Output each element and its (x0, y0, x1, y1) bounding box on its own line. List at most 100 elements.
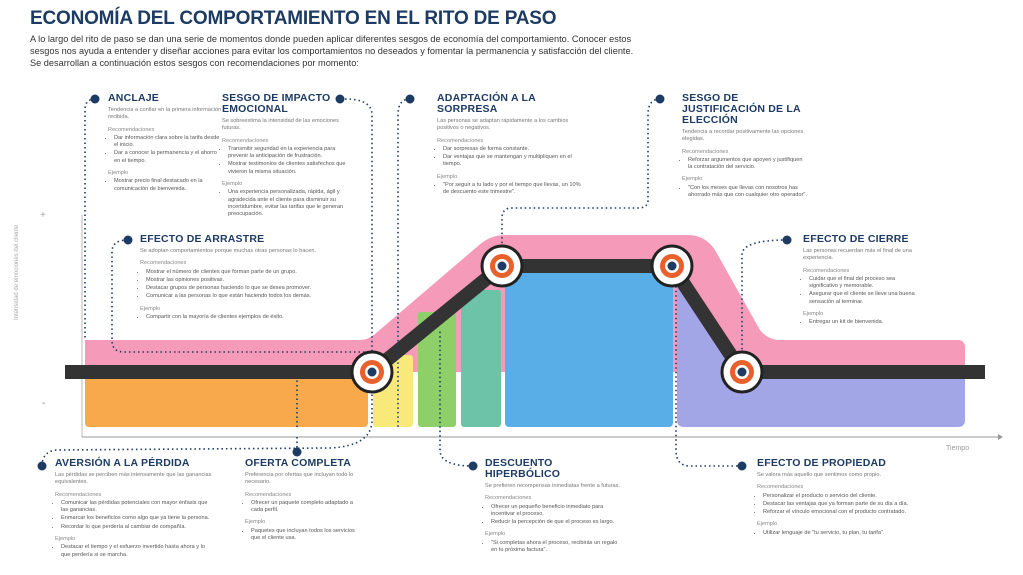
section-title: EFECTO DE ARRASTRE (140, 233, 265, 245)
section-title: EFECTO DE CIERRE (803, 233, 909, 245)
dot-justificacion (655, 94, 665, 104)
recommendation-item: Comunicar a las personas lo que están ha… (146, 293, 340, 300)
section-title: DESCUENTO HIPERBÓLICO (485, 457, 561, 480)
example-label: Ejemplo (245, 519, 266, 526)
section-title: OFERTA COMPLETA (245, 457, 352, 469)
dot-aversion (37, 461, 47, 471)
section-oferta-completa: OFERTA COMPLETA Preferencia por ofertas … (245, 458, 365, 543)
recommendation-item: Ofrecer un paquete completo adaptado a c… (251, 500, 365, 515)
example-text: Utilizar lenguaje de "tu servicio, tu pl… (763, 530, 927, 537)
recommendation-item: Reforzar el vínculo emocional con el pro… (763, 509, 927, 516)
recommendation-item: Destacar grupos de personas haciendo lo … (146, 285, 340, 292)
recommendation-item: Dar ventajas que se mantengan y multipli… (443, 154, 587, 169)
example-label: Ejemplo (757, 521, 778, 528)
example-label: Ejemplo (222, 181, 243, 188)
y-axis-minus: - (42, 398, 46, 409)
recommendation-item: Dar a conocer la permanencia y el ahorro… (114, 150, 223, 165)
connector-sorpresa (397, 98, 411, 427)
recommendation-item: Dar sorpresas de forma constante. (443, 146, 587, 153)
section-descuento-hiperbolico: DESCUENTO HIPERBÓLICO Se prefieren recom… (485, 458, 625, 555)
section-subtitle: Las pérdidas se perciben más intensament… (55, 472, 212, 486)
section-subtitle: Se prefieren recompensas inmediatas fren… (485, 483, 620, 489)
section-subtitle: Se sobreestima la intensidad de las emoc… (222, 118, 339, 132)
section-efecto-propiedad: EFECTO DE PROPIEDAD Se valora más aquell… (757, 458, 927, 538)
section-impacto-emocional: SESGO DE IMPACTO EMOCIONAL Se sobreestim… (222, 93, 347, 220)
recommendation-item: Reducir la percepción de que el proceso … (491, 519, 625, 526)
section-subtitle: Se valora más aquello que sentimos como … (757, 472, 882, 478)
recommendation-item: Enmarcar los beneficios como algo que ya… (61, 515, 215, 522)
recommendation-item: Comunicar las pérdidas potenciales con m… (61, 500, 215, 515)
milestone-marker-2 (480, 244, 524, 288)
dot-descuento (468, 461, 478, 471)
connector-anclaje (84, 98, 96, 340)
recommendation-item: Mostrar testimonios de clientes satisfec… (228, 161, 347, 176)
section-subtitle: Las personas recuerdan más el final de u… (803, 248, 912, 262)
recommendations-label: Recomendaciones (55, 491, 102, 498)
milestone-marker-3 (650, 244, 694, 288)
connector-propiedad (675, 280, 742, 467)
example-text: Una experiencia personalizada, rápida, á… (228, 189, 347, 218)
section-efecto-cierre: EFECTO DE CIERRE Las personas recuerdan … (803, 234, 923, 328)
dot-impacto (335, 94, 345, 104)
y-axis-label: Intensidad de emociones del cliente (14, 224, 20, 320)
connector-justificacion (501, 98, 661, 250)
example-label: Ejemplo (55, 536, 76, 543)
page-title: ECONOMÍA DEL COMPORTAMIENTO EN EL RITO D… (30, 8, 557, 29)
intro-text: A lo largo del rito de paso se dan una s… (30, 34, 634, 68)
example-text: Mostrar precio final destacado en la com… (114, 178, 223, 193)
section-subtitle: Tendencia a confiar en la primera inform… (108, 107, 222, 121)
connector-descuento (439, 330, 474, 467)
stage-orange (85, 372, 368, 427)
stage-green (418, 312, 456, 427)
example-text: Compartir con la mayoría de clientes eje… (146, 314, 340, 321)
recommendation-item: Mostrar las opiniones positivas. (146, 277, 340, 284)
example-text: "Con los meses que llevas con nosotros h… (688, 185, 807, 200)
section-anclaje: ANCLAJE Tendencia a confiar en la primer… (108, 93, 223, 194)
recommendations-label: Recomendaciones (485, 495, 532, 502)
example-label: Ejemplo (803, 311, 824, 318)
recommendations-label: Recomendaciones (803, 267, 850, 274)
section-subtitle: Preferencia por ofertas que incluyan tod… (245, 472, 354, 486)
recommendation-item: Personalizar el producto o servicio del … (763, 493, 927, 500)
stage-blue (505, 272, 673, 427)
dot-arrastre (123, 235, 133, 245)
dot-cierre (782, 235, 792, 245)
section-subtitle: Las personas se adaptan rápidamente a lo… (437, 118, 569, 132)
recommendation-item: Transmitir seguridad en la experiencia p… (228, 146, 347, 161)
stage-teal (461, 290, 501, 427)
example-label: Ejemplo (140, 305, 161, 312)
milestone-marker-1 (350, 350, 394, 394)
recommendation-item: Cuidar que el final del proceso sea sign… (809, 276, 923, 291)
example-text: Entregar un kit de bienvenida. (809, 319, 923, 326)
connector-cierre (741, 239, 788, 355)
y-axis-plus: + (40, 210, 46, 221)
journey-line (65, 259, 985, 379)
dot-anclaje (90, 94, 100, 104)
section-title: ADAPTACIÓN A LA SORPRESA (437, 92, 536, 115)
example-text: "Por seguir a tu lado y por el tiempo qu… (443, 182, 587, 197)
section-justificacion-eleccion: SESGO DE JUSTIFICACIÓN DE LA ELECCIÓN Te… (682, 93, 807, 200)
recommendations-label: Recomendaciones (437, 137, 484, 144)
recommendations-label: Recomendaciones (222, 137, 269, 144)
section-subtitle: Se adoptan comportamientos porque muchas… (140, 248, 316, 254)
section-title: SESGO DE IMPACTO EMOCIONAL (222, 92, 331, 115)
recommendations-label: Recomendaciones (245, 491, 292, 498)
dot-propiedad (737, 461, 747, 471)
recommendation-item: Reforzar argumentos que apoyen y justifi… (688, 157, 807, 172)
section-title: SESGO DE JUSTIFICACIÓN DE LA ELECCIÓN (682, 92, 801, 126)
recommendation-item: Destacar las ventajas que ya forman part… (763, 501, 927, 508)
dot-sorpresa (405, 94, 415, 104)
recommendation-item: Ofrecer un pequeño beneficio inmediato p… (491, 504, 625, 519)
recommendations-label: Recomendaciones (757, 484, 804, 491)
example-text: Paquetes que incluyan todos los servicio… (251, 528, 365, 543)
recommendation-item: Asegurar que el cliente se lleve una bue… (809, 291, 923, 306)
recommendations-label: Recomendaciones (108, 126, 155, 133)
recommendation-item: Recordar lo que perdería al cambiar de c… (61, 524, 215, 531)
example-text: "Si completas ahora el proceso, recibirá… (491, 540, 625, 555)
section-adaptacion-sorpresa: ADAPTACIÓN A LA SORPRESA Las personas se… (437, 93, 587, 198)
section-title: AVERSIÓN A LA PÉRDIDA (55, 457, 190, 469)
recommendations-label: Recomendaciones (140, 260, 187, 267)
section-title: EFECTO DE PROPIEDAD (757, 457, 887, 469)
example-label: Ejemplo (682, 176, 703, 183)
